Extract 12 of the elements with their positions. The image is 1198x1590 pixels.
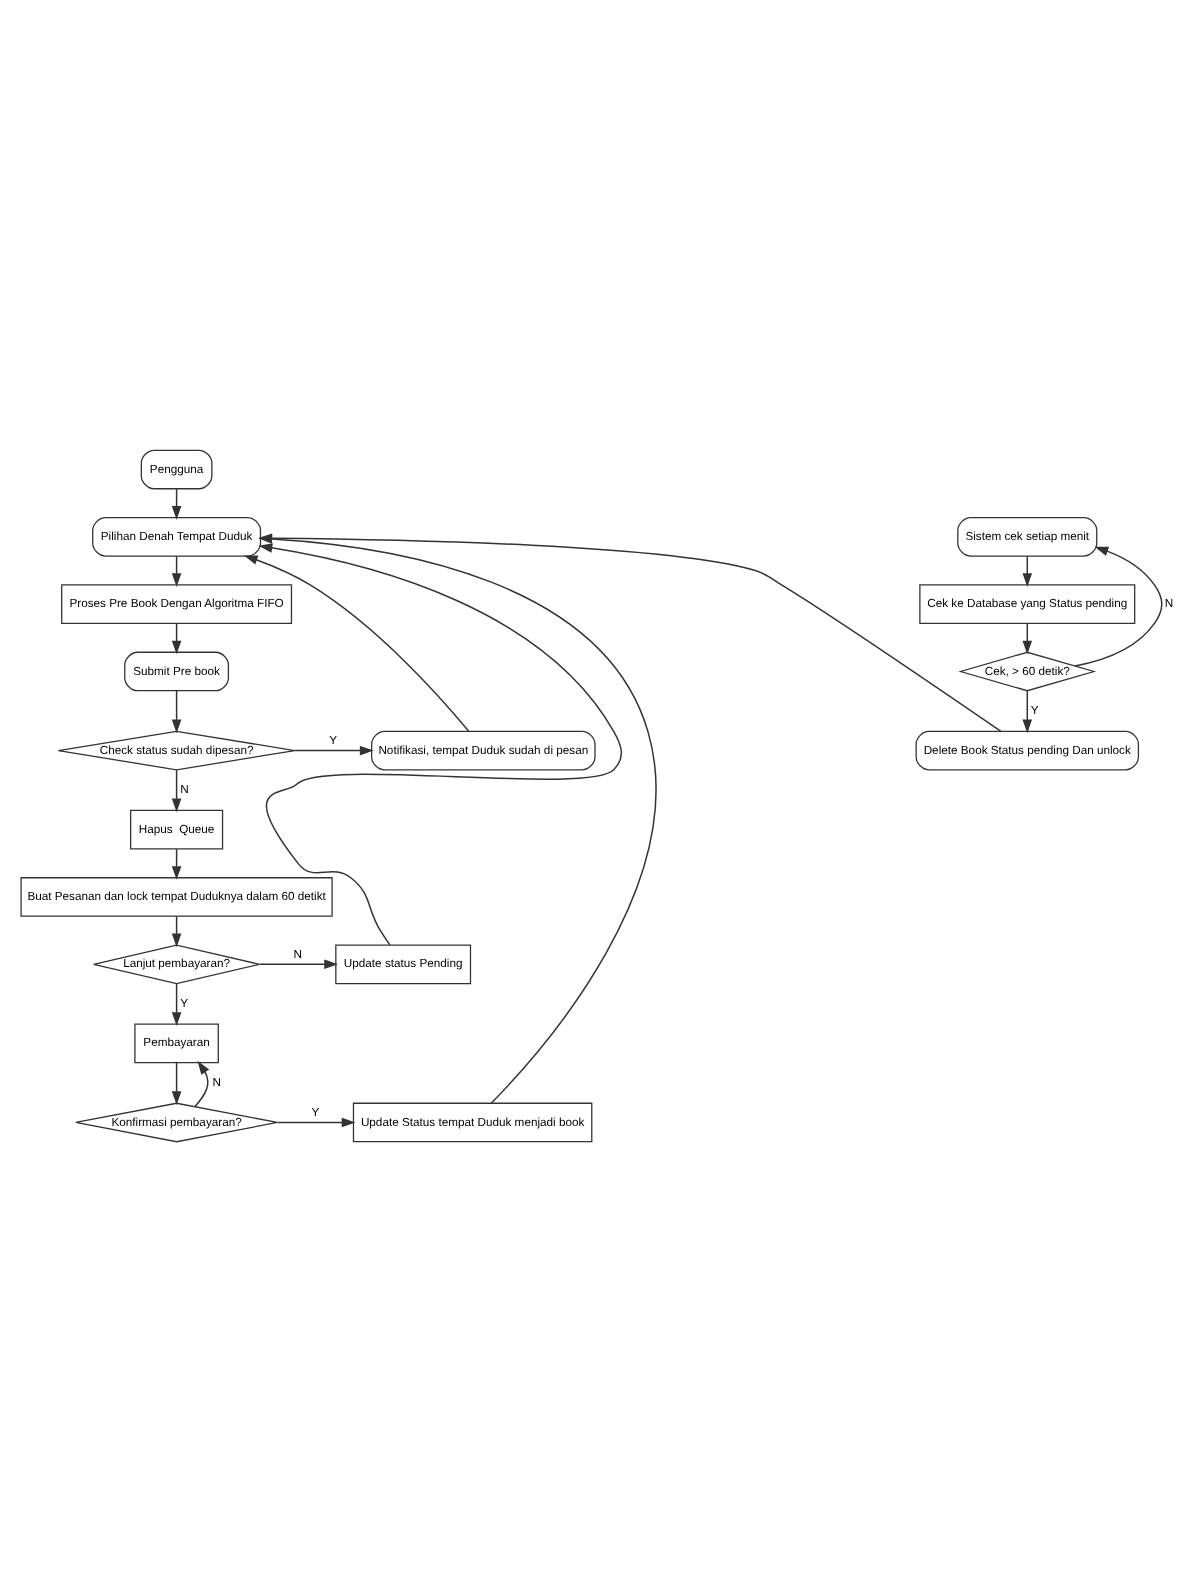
arrow xyxy=(171,1060,182,1105)
arrow xyxy=(1074,545,1163,666)
arrow xyxy=(171,689,182,733)
arrow xyxy=(258,542,623,945)
arrow xyxy=(194,1059,210,1107)
arrow xyxy=(276,1116,356,1127)
arrow xyxy=(258,958,338,969)
arrow xyxy=(171,768,182,812)
arrow xyxy=(171,981,182,1025)
arrow xyxy=(243,554,470,731)
arrow xyxy=(1022,689,1033,733)
arrow xyxy=(294,744,374,755)
